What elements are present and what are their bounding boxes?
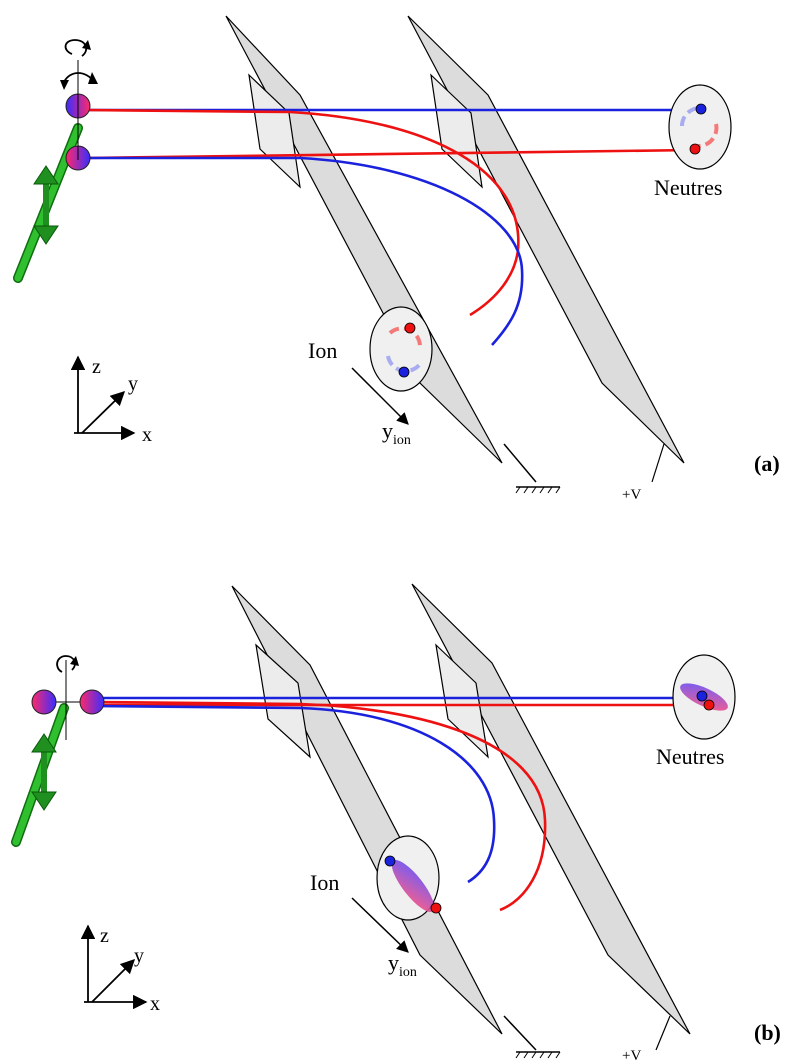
ion-label-b: Ion xyxy=(310,870,339,895)
voltage-lead-b xyxy=(655,1015,671,1051)
ion-axis-main-a: y xyxy=(382,418,393,443)
rotation-arrow-b xyxy=(56,655,79,673)
ion-path-blue-b xyxy=(91,704,496,884)
neutral-beam-red-a xyxy=(84,148,695,160)
ion-axis-label-a: yion xyxy=(382,418,411,448)
ion-axis-label-b: yion xyxy=(388,950,417,980)
rotation-arrows-a xyxy=(60,39,98,90)
axis-y-label-a: y xyxy=(128,373,138,395)
neutral-label-a: Neutres xyxy=(654,175,722,200)
axis-z-label-a: z xyxy=(92,356,101,378)
voltage-plate-b xyxy=(411,583,691,1035)
axis-x-label-b: x xyxy=(150,993,160,1015)
ion-path-blue-a xyxy=(86,156,524,346)
ion-axis-sub-b: ion xyxy=(399,965,417,980)
panel-a: Neutres Ion yion z y x +V (a) xyxy=(13,15,780,503)
panel-label-b: (b) xyxy=(754,1020,781,1045)
atom-right-b xyxy=(79,689,105,715)
axes-b xyxy=(80,924,148,1010)
ion-axis-sub-a: ion xyxy=(393,433,411,448)
rotation-axis-b xyxy=(11,703,69,847)
axis-x-label-a: x xyxy=(142,424,152,446)
panel-label-a: (a) xyxy=(754,451,780,476)
plate-window-b1 xyxy=(255,643,311,759)
voltage-label-b: +V xyxy=(622,1048,641,1064)
ion-arrow-a xyxy=(351,367,409,425)
atom-left-b xyxy=(31,689,57,715)
ion-label-a: Ion xyxy=(308,338,337,363)
axis-y-label-b: y xyxy=(134,945,144,967)
voltage-label-a: +V xyxy=(622,487,641,503)
ion-detector-a xyxy=(369,306,433,392)
axis-z-label-b: z xyxy=(100,925,109,947)
ground-symbol-a xyxy=(503,443,561,494)
ion-axis-main-b: y xyxy=(388,950,399,975)
ground-symbol-b xyxy=(503,1015,561,1059)
neutral-detector-b xyxy=(672,654,736,740)
ion-path-red-b xyxy=(91,700,547,912)
axes-a xyxy=(70,355,136,441)
ion-detector-b xyxy=(376,835,442,921)
neutral-label-b: Neutres xyxy=(656,744,724,769)
panel-b: Neutres Ion yion z y x +V (b) xyxy=(11,583,781,1064)
plate-window-b2 xyxy=(435,643,489,759)
neutral-detector-a xyxy=(668,84,732,170)
ion-path-red-a xyxy=(85,108,520,317)
ion-arrow-b xyxy=(351,897,409,953)
voltage-lead-a xyxy=(651,443,665,483)
